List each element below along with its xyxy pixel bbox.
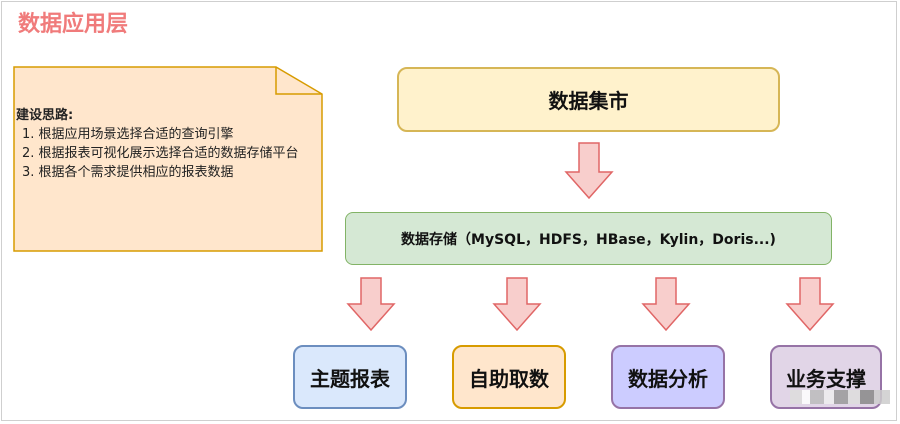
- app-label: 数据分析: [628, 366, 708, 391]
- app-label: 主题报表: [310, 366, 390, 391]
- note-line-3: 3. 根据各个需求提供相应的报表数据: [22, 165, 234, 180]
- app-box-self-service: 自助取数: [452, 345, 566, 409]
- watermark-blur: [790, 390, 890, 404]
- data-storage-label: 数据存储（MySQL，HDFS，HBase，Kylin，Doris...): [401, 231, 776, 248]
- app-box-business-support: 业务支撑: [770, 345, 882, 409]
- note-line-2: 2. 根据报表可视化展示选择合适的数据存储平台: [22, 146, 299, 161]
- app-box-topic-report: 主题报表: [293, 345, 407, 409]
- note-text: 建设思路: 1. 根据应用场景选择合适的查询引擎 2. 根据报表可视化展示选择合…: [16, 106, 316, 182]
- note-line-1: 1. 根据应用场景选择合适的查询引擎: [22, 127, 234, 142]
- data-mart-box: 数据集市: [397, 67, 780, 132]
- app-box-data-analysis: 数据分析: [611, 345, 725, 409]
- note-heading: 建设思路:: [16, 108, 74, 123]
- data-storage-box: 数据存储（MySQL，HDFS，HBase，Kylin，Doris...): [345, 212, 832, 265]
- data-mart-label: 数据集市: [548, 89, 629, 113]
- app-label: 业务支撑: [786, 366, 866, 391]
- app-label: 自助取数: [469, 366, 549, 391]
- page-title: 数据应用层: [18, 12, 129, 37]
